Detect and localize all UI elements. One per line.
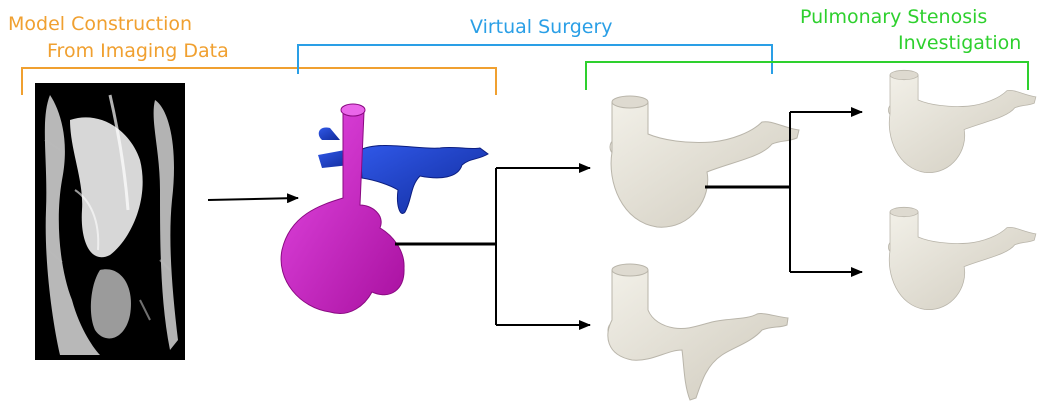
bracket-pulmonary-stenosis — [586, 62, 1028, 90]
stenosis-model-1 — [888, 70, 1035, 172]
surgery-model-2 — [608, 264, 788, 400]
heart-model — [281, 104, 488, 314]
mri-scan-image — [35, 83, 185, 360]
surgery-model-1 — [610, 96, 799, 227]
stenosis-model-2 — [888, 207, 1035, 309]
arrow-to-heart-model — [208, 198, 298, 200]
bracket-virtual-surgery — [298, 45, 772, 74]
